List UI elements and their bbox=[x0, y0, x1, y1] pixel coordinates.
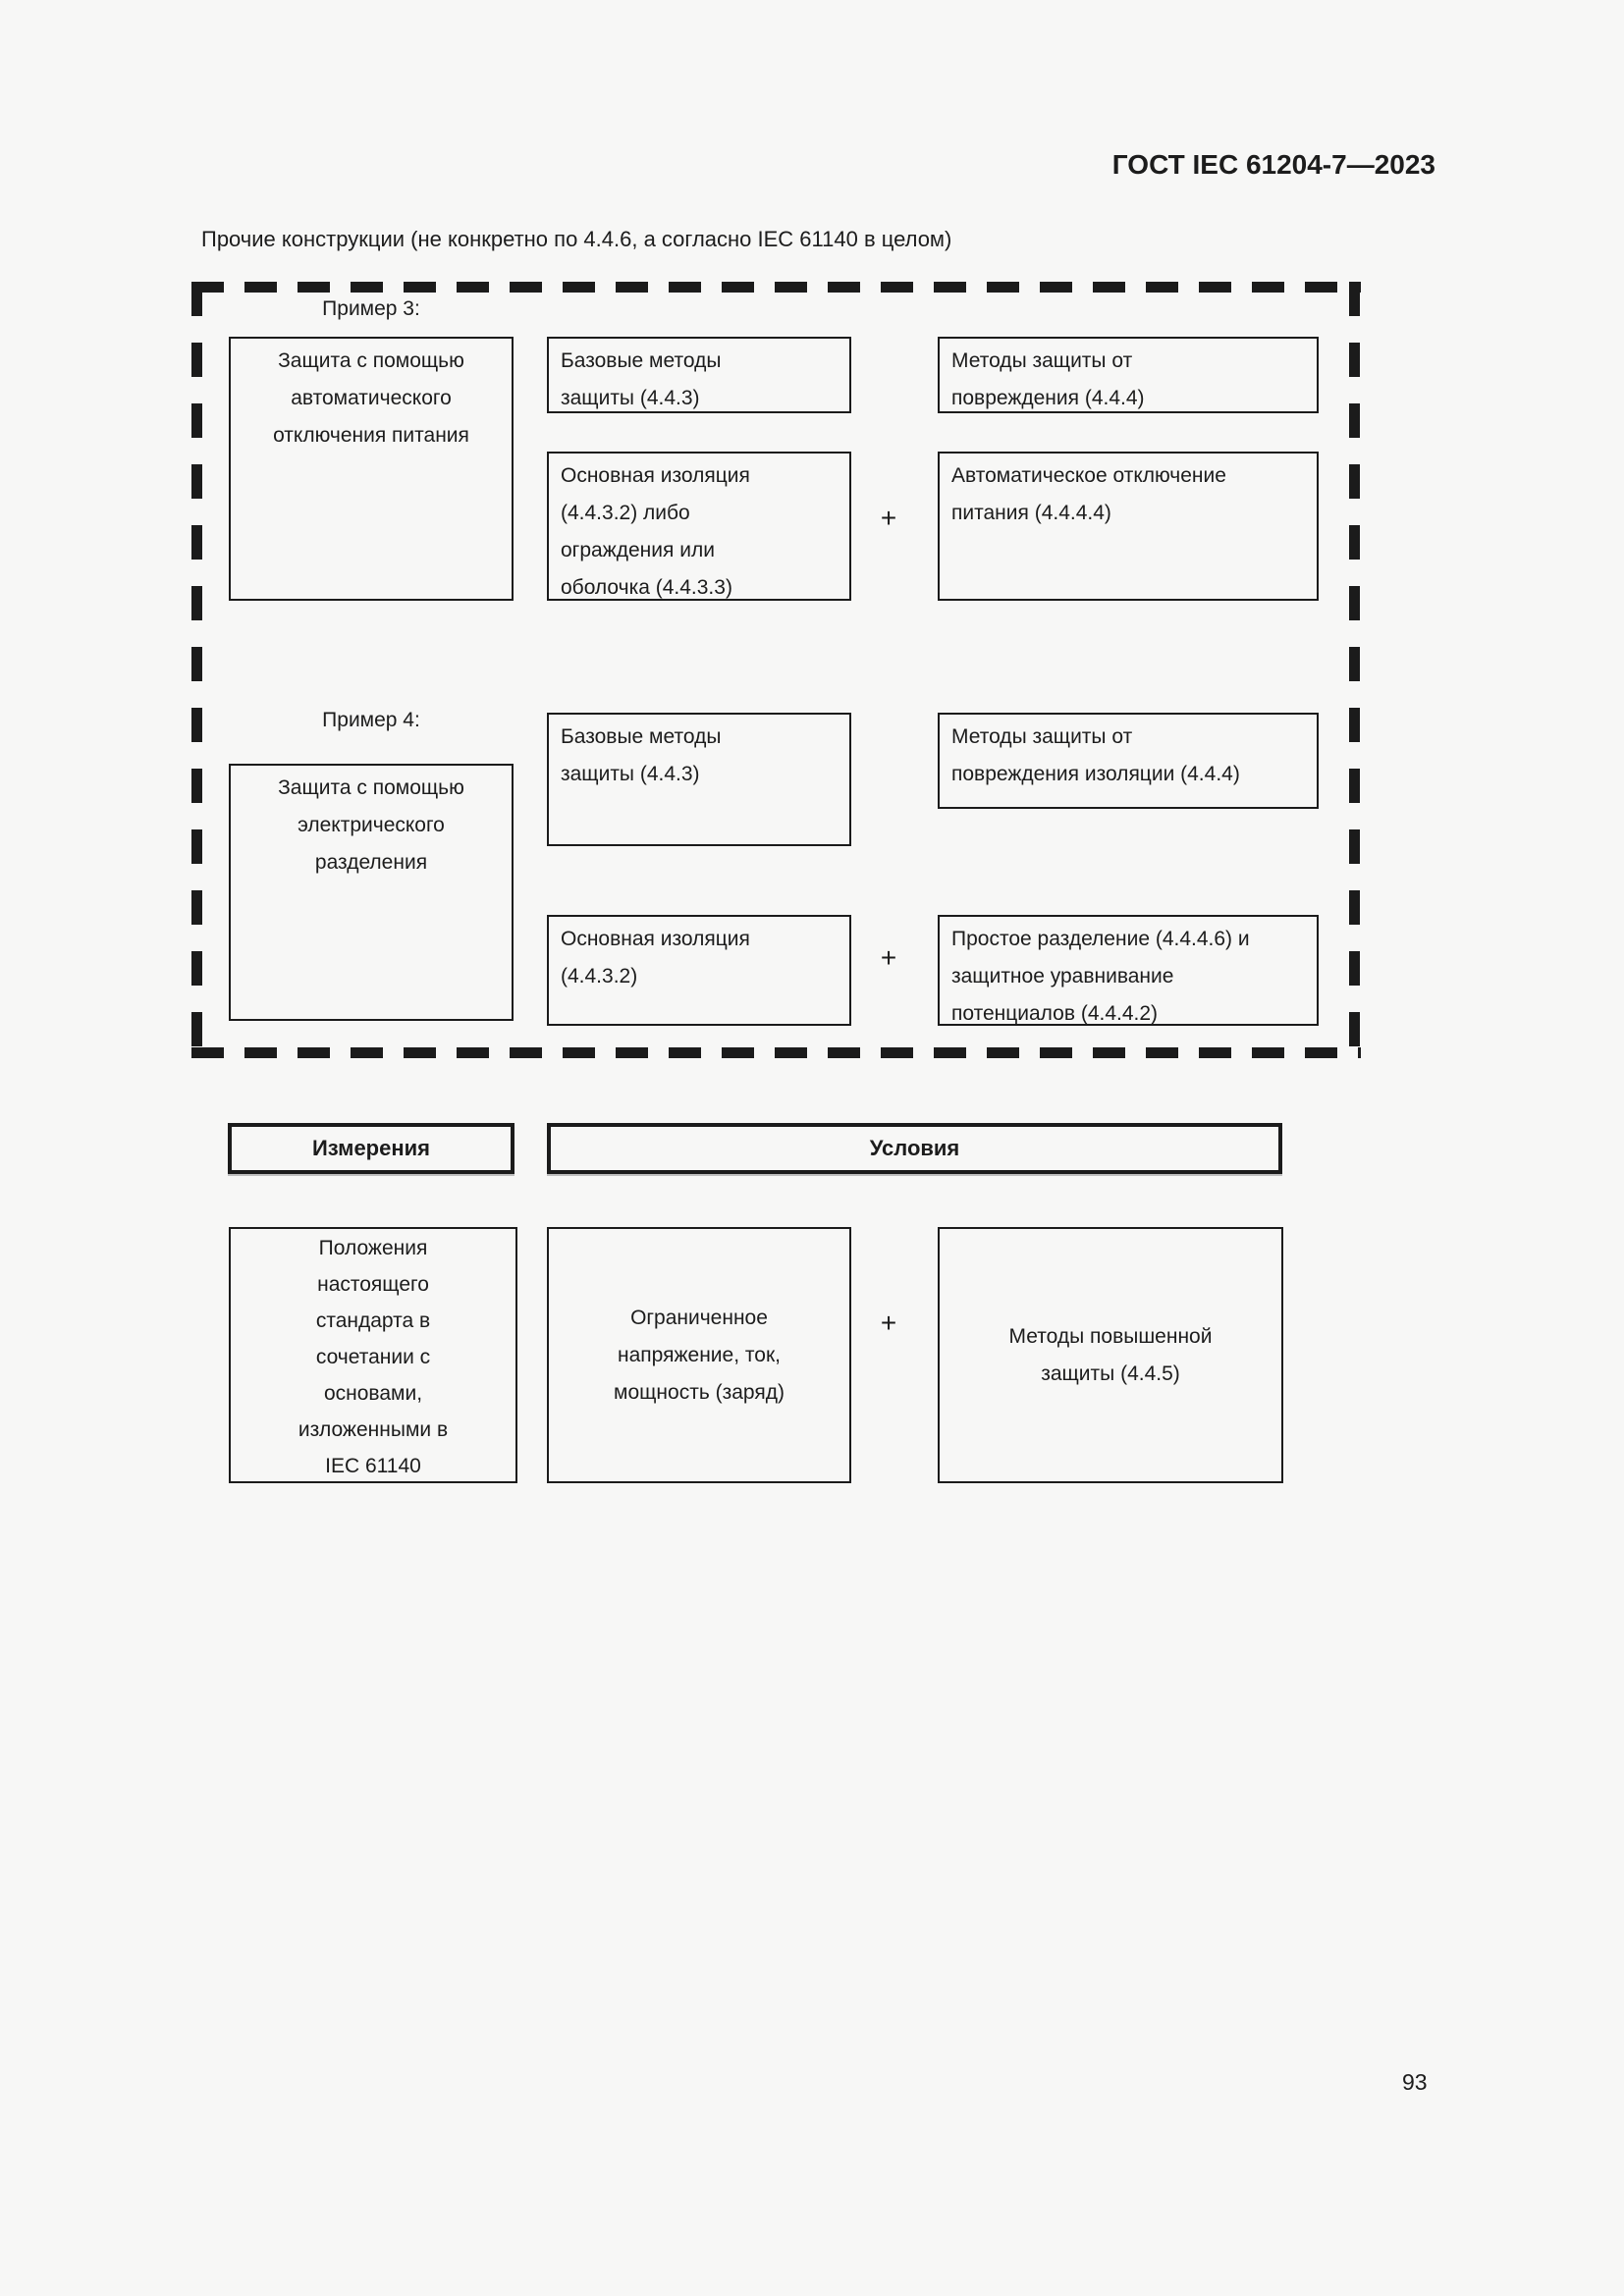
example4-plus-sign: + bbox=[880, 942, 897, 973]
dashed-frame-bottom bbox=[191, 1047, 1361, 1058]
example4-fault-methods-box: Методы защиты от повреждения изоляции (4… bbox=[938, 713, 1319, 809]
measurements-plus-sign: + bbox=[880, 1308, 897, 1338]
example3-fault-measure-box: Автоматическое отключение питания (4.4.4… bbox=[938, 452, 1319, 601]
example4-fault-measure-box: Простое разделение (4.4.4.6) и защитное … bbox=[938, 915, 1319, 1026]
limited-source-box: Ограниченное напряжение, ток, мощность (… bbox=[547, 1227, 851, 1483]
conditions-header-box: Условия bbox=[547, 1123, 1282, 1174]
provisions-box: Положения настоящего стандарта в сочетан… bbox=[229, 1227, 517, 1483]
intro-text: Прочие конструкции (не конкретно по 4.4.… bbox=[201, 227, 952, 251]
dashed-frame-top bbox=[191, 282, 1361, 293]
example3-basic-measure-box: Основная изоляция (4.4.3.2) либо огражде… bbox=[547, 452, 851, 601]
example3-subject-box: Защита с помощью автоматического отключе… bbox=[229, 337, 514, 601]
example3-plus-sign: + bbox=[880, 503, 897, 533]
enhanced-methods-box: Методы повышенной защиты (4.4.5) bbox=[938, 1227, 1283, 1483]
dashed-frame-left bbox=[191, 282, 202, 1058]
example3-basic-methods-box: Базовые методы защиты (4.4.3) bbox=[547, 337, 851, 413]
dashed-frame-right bbox=[1349, 282, 1360, 1058]
example4-basic-measure-box: Основная изоляция (4.4.3.2) bbox=[547, 915, 851, 1026]
measurements-header-box: Измерения bbox=[228, 1123, 514, 1174]
example4-subject-box: Защита с помощью электрического разделен… bbox=[229, 764, 514, 1021]
example3-label: Пример 3: bbox=[322, 297, 420, 320]
example4-label: Пример 4: bbox=[322, 709, 420, 731]
page-number: 93 bbox=[1402, 2069, 1428, 2095]
example3-fault-methods-box: Методы защиты от повреждения (4.4.4) bbox=[938, 337, 1319, 413]
document-header-title: ГОСТ IEC 61204-7—2023 bbox=[1111, 149, 1435, 180]
example4-basic-methods-box: Базовые методы защиты (4.4.3) bbox=[547, 713, 851, 846]
